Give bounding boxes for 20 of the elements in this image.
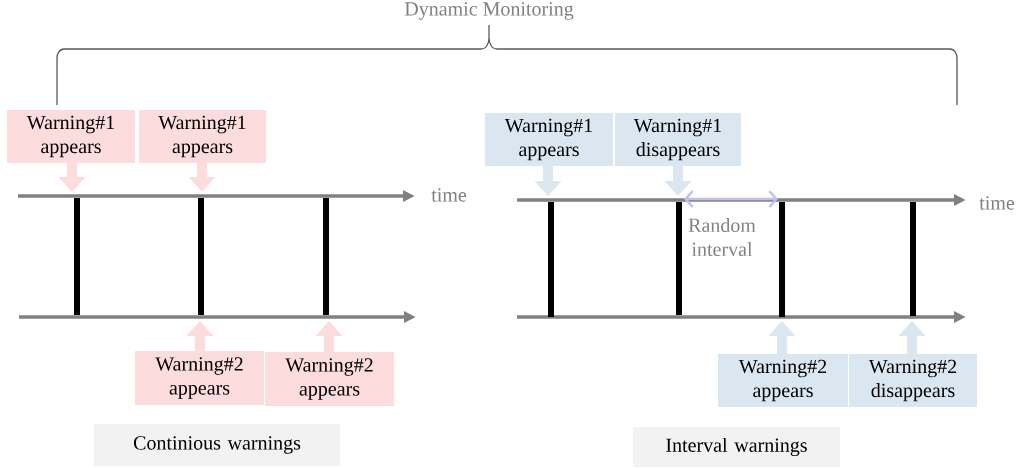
caption-box: Continious warnings	[94, 424, 340, 466]
warning-box: Warning#1 appears	[7, 110, 135, 163]
caption-box: Interval warnings	[633, 427, 840, 467]
node-label: Warning#2 appears	[155, 357, 243, 399]
warning-box: Warning#2 appears	[265, 352, 394, 406]
interval-label: Random interval	[688, 217, 756, 256]
node-label: Warning#2 appears	[285, 358, 373, 400]
warning-box: Warning#1 appears	[139, 110, 266, 163]
warning-box: Warning#1 appears	[485, 113, 613, 166]
axis-label: time	[431, 188, 467, 202]
warning-box: Warning#2 appears	[135, 351, 264, 405]
node-label: Warning#2 appears	[738, 359, 827, 402]
title: Dynamic Monitoring	[404, 2, 574, 20]
warning-box: Warning#2 disappears	[849, 354, 977, 407]
node-label: Warning#1 disappears	[633, 118, 721, 161]
axis-label: time	[979, 196, 1015, 210]
warning-box: Warning#1 disappears	[615, 113, 741, 166]
node-label: Warning#1 appears	[504, 118, 592, 161]
node-label: Warning#2 disappears	[868, 359, 957, 402]
warning-box: Warning#2 appears	[718, 354, 848, 407]
